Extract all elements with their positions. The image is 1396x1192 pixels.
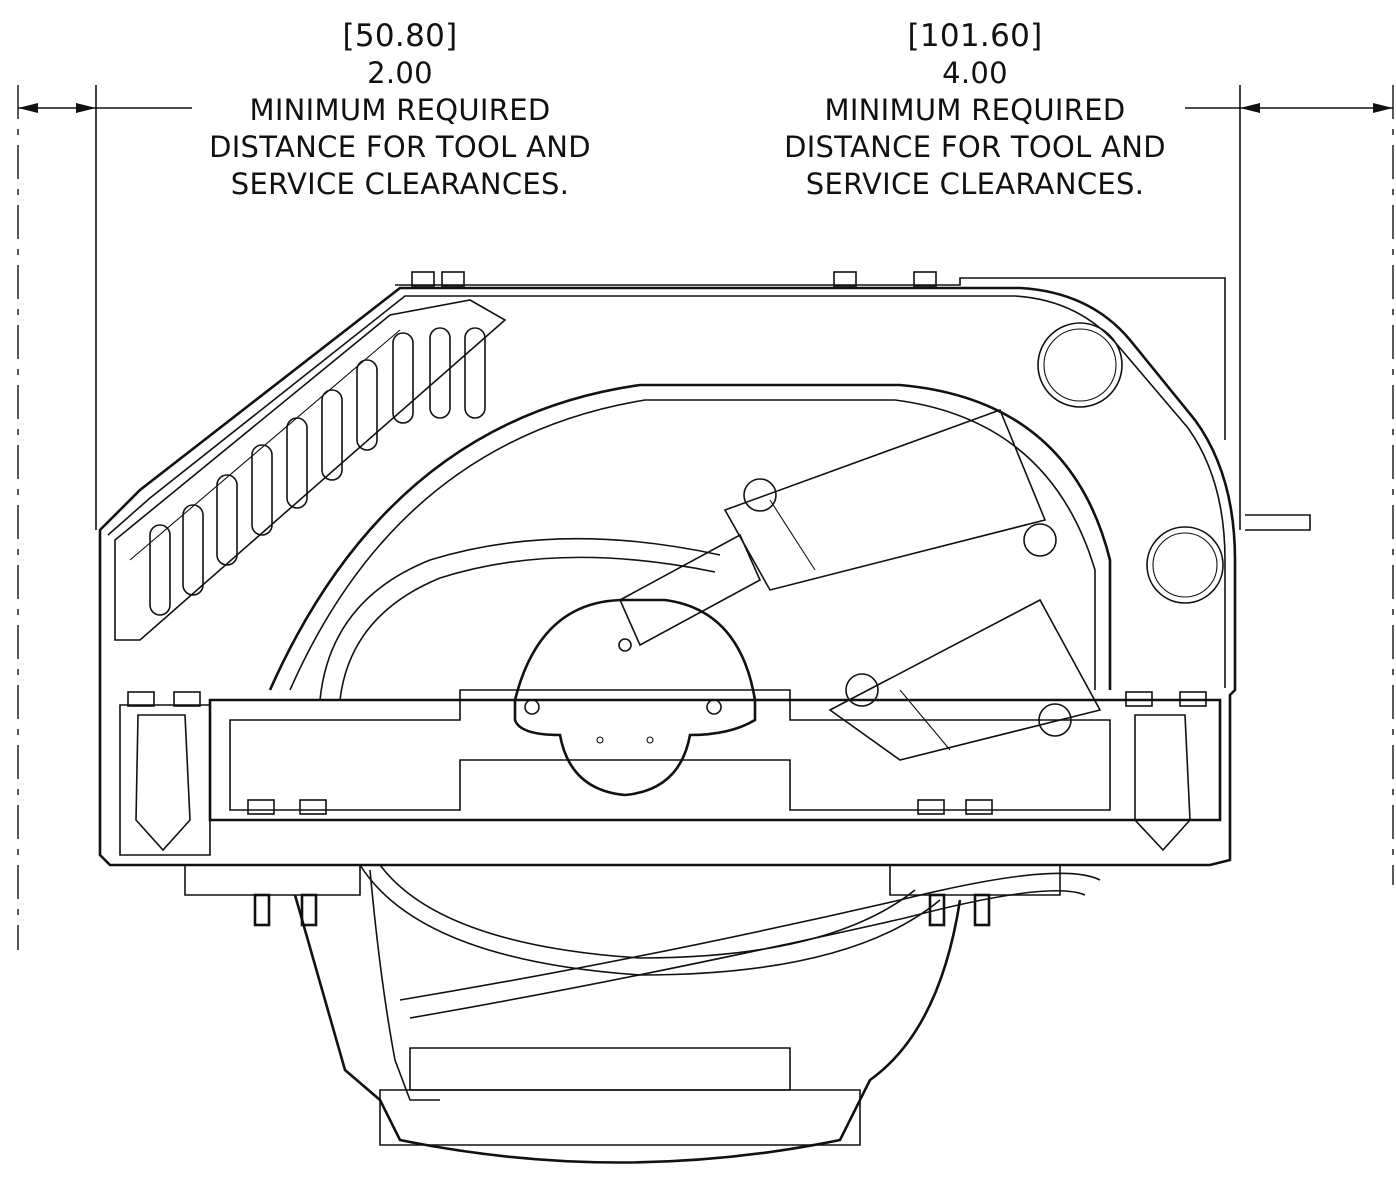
left-dimension-note-line2: DISTANCE FOR TOOL AND bbox=[209, 130, 591, 164]
central-hub-plate bbox=[513, 598, 757, 797]
diagonal-plate bbox=[114, 299, 507, 641]
left-dimension-note-line1: MINIMUM REQUIRED bbox=[249, 93, 551, 127]
top-plate bbox=[395, 277, 1226, 440]
lower-mount-left bbox=[184, 864, 361, 896]
upper-frame-outline bbox=[98, 286, 1237, 867]
hydraulic-cylinder-lower bbox=[828, 598, 1102, 761]
left-clearance-dimension bbox=[17, 85, 192, 950]
upper-mount-hole bbox=[1037, 322, 1123, 408]
left-dimension-label: [50.80] 2.00 MINIMUM REQUIRED DISTANCE F… bbox=[150, 18, 650, 203]
right-dimension-note-line1: MINIMUM REQUIRED bbox=[824, 93, 1126, 127]
left-gusset bbox=[135, 714, 191, 852]
left-dimension-imperial: 2.00 bbox=[367, 56, 433, 90]
machine-assembly bbox=[98, 271, 1311, 1164]
right-clearance-dimension bbox=[1185, 85, 1394, 885]
right-dimension-label: [101.60] 4.00 MINIMUM REQUIRED DISTANCE … bbox=[725, 18, 1225, 203]
right-gusset bbox=[1134, 714, 1191, 852]
frame-bolts bbox=[127, 271, 1207, 815]
left-dimension-metric: [50.80] bbox=[342, 18, 458, 54]
side-tab bbox=[1245, 514, 1311, 531]
main-hose bbox=[319, 537, 721, 701]
lower-mount-hole bbox=[1146, 526, 1224, 604]
arc-housing bbox=[268, 383, 1112, 691]
upper-frame-inner-edge bbox=[107, 295, 1226, 688]
right-dimension-metric: [101.60] bbox=[907, 18, 1043, 54]
right-dimension-note-line3: SERVICE CLEARANCES. bbox=[805, 167, 1145, 201]
lower-hose bbox=[399, 872, 1101, 1001]
left-dimension-note-line3: SERVICE CLEARANCES. bbox=[230, 167, 570, 201]
right-dimension-imperial: 4.00 bbox=[942, 56, 1008, 90]
lower-panel bbox=[379, 1089, 861, 1146]
lower-mount-right bbox=[889, 864, 1061, 896]
right-dimension-note-line2: DISTANCE FOR TOOL AND bbox=[784, 130, 1166, 164]
ventilation-slots bbox=[149, 327, 486, 616]
lower-drum bbox=[293, 894, 962, 1164]
hydraulic-cylinder-upper bbox=[618, 408, 1057, 647]
